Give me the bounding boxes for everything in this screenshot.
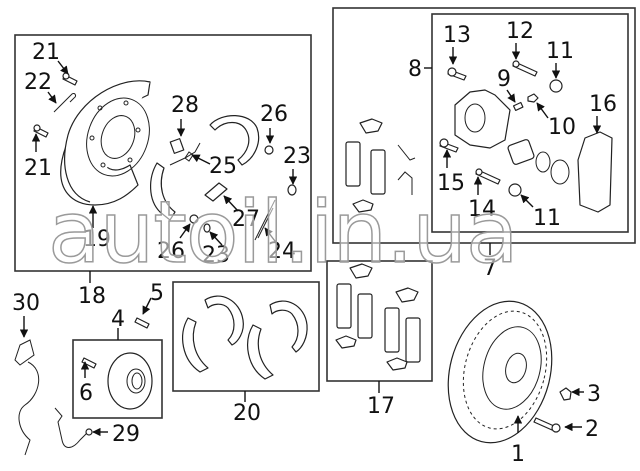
wheel-speed-sensor-part-30 (14, 339, 39, 456)
pin-part-14 (475, 168, 501, 185)
callout-20: 20 (233, 401, 261, 426)
callout-28: 28 (171, 93, 199, 118)
parking-shoe-part-upper (209, 115, 260, 166)
callout-30: 30 (12, 291, 40, 316)
adjuster-pin-part-28 (169, 138, 185, 154)
brake-rotor-part (447, 300, 553, 444)
callout-15: 15 (437, 171, 465, 196)
group-box-7 (332, 7, 636, 244)
parking-shoe-set-part-a (204, 295, 244, 346)
retainer-part-27 (204, 182, 228, 202)
callout-3: 3 (587, 382, 601, 407)
callout-11a: 11 (546, 39, 574, 64)
callout-25: 25 (209, 154, 237, 179)
callout-23a: 23 (283, 144, 311, 169)
bolt-part-15 (439, 138, 459, 153)
arrow-5 (142, 297, 152, 315)
bolt-part-21a (62, 72, 78, 86)
sensor-harness-part-29 (54, 407, 89, 448)
cap-part-10 (527, 93, 539, 103)
callout-29: 29 (112, 422, 140, 447)
parking-shoe-set-part-d (247, 324, 274, 380)
callout-18: 18 (78, 284, 106, 309)
callout-9: 9 (497, 67, 511, 92)
brake-pad-set-part (335, 263, 421, 371)
pad-clips-group7 (345, 118, 416, 213)
arrow-11b (520, 194, 534, 208)
callout-21a: 21 (32, 40, 60, 65)
stud-part-5 (134, 317, 150, 329)
bolt-part-21b (33, 124, 49, 138)
washer-part-23b (203, 223, 211, 233)
callout-23b: 23 (202, 243, 230, 268)
callout-12: 12 (506, 19, 534, 44)
group-box-18 (14, 34, 312, 272)
washer-part-23a (287, 184, 297, 196)
arrow-27 (223, 195, 239, 212)
callout-19: 19 (83, 227, 111, 252)
spring-part-22 (53, 93, 76, 113)
hub-bearing-part (107, 352, 153, 410)
parking-shoe-set-part-b (182, 317, 209, 373)
stud-part-6 (81, 357, 97, 369)
callout-11b: 11 (533, 206, 561, 231)
caliper-body-part (454, 89, 511, 149)
boot-part-11b (508, 183, 522, 197)
watermark-text: autoil.in.ua (48, 183, 518, 283)
arrow-25 (191, 154, 211, 165)
callout-16: 16 (589, 92, 617, 117)
cap-part-11a (549, 79, 563, 93)
arrow-24 (264, 227, 279, 246)
arrow-10 (536, 102, 549, 119)
parking-shoe-part-lower (150, 162, 176, 221)
bolt-part-2 (533, 417, 561, 433)
group-box-20 (172, 281, 320, 392)
callout-2: 2 (585, 417, 599, 442)
callout-10: 10 (548, 115, 576, 140)
callout-8: 8 (408, 57, 422, 82)
arrow-9 (506, 89, 516, 103)
arrow-23b (209, 231, 223, 246)
connector-part-29 (85, 428, 93, 436)
bleeder-part-9 (512, 101, 524, 112)
bolt-part-12 (512, 60, 538, 77)
caliper-bracket-part-16 (577, 131, 613, 213)
callout-24: 24 (268, 239, 296, 264)
callout-13: 13 (443, 23, 471, 48)
nut-part-26b (189, 214, 199, 224)
bolt-part-13 (447, 67, 467, 81)
lever-part-24 (254, 199, 276, 241)
callout-22: 22 (24, 70, 52, 95)
callout-4: 4 (111, 307, 125, 332)
parking-shoe-set-part-c (269, 300, 308, 353)
callout-21b: 21 (24, 156, 52, 181)
callout-27: 27 (232, 207, 260, 232)
callout-17: 17 (367, 394, 395, 419)
piston-part (507, 139, 570, 185)
callout-1: 1 (511, 442, 525, 467)
nut-part-26a (264, 145, 274, 155)
group-box-8 (431, 13, 629, 233)
callout-7: 7 (483, 256, 497, 281)
arrow-21a (57, 60, 69, 75)
callout-26b: 26 (157, 239, 185, 264)
callout-26a: 26 (260, 102, 288, 127)
screw-part-3 (559, 387, 572, 401)
arrow-22 (47, 91, 57, 104)
backing-plate-part (60, 80, 151, 206)
callout-6: 6 (79, 381, 93, 406)
arrow-26b (179, 223, 191, 239)
callout-14: 14 (468, 197, 496, 222)
callout-5: 5 (150, 281, 164, 306)
